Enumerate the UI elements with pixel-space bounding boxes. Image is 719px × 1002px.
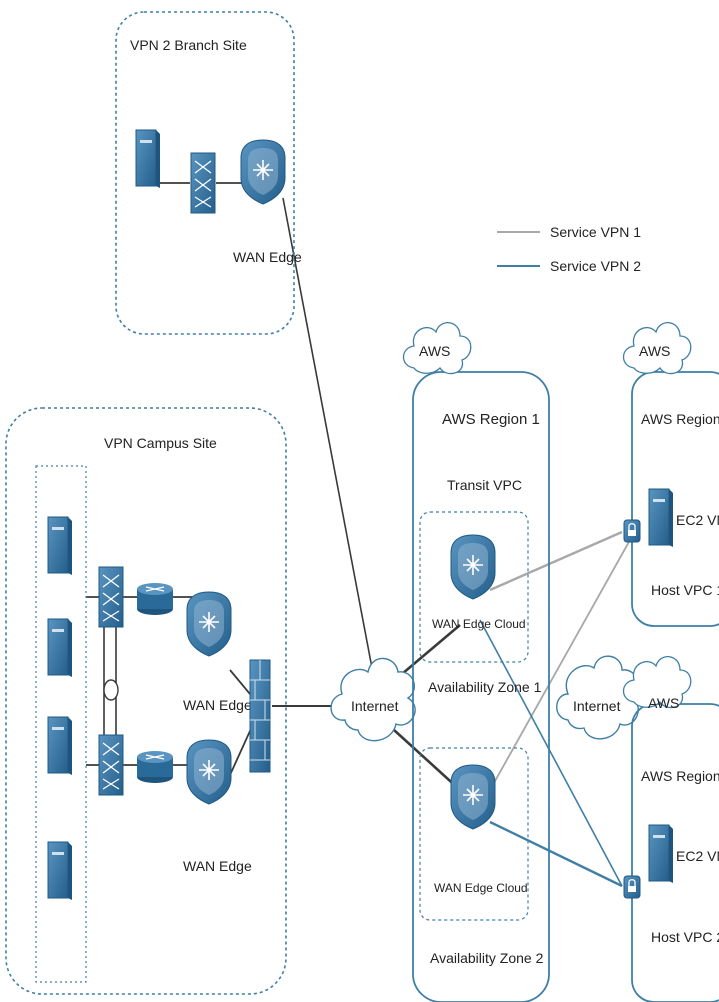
aws-badge-label: AWS: [419, 343, 450, 359]
host-vpc-1: AWS AWS Region 1 EC2 VM Host VPC 1: [622, 322, 719, 627]
campus-wan-edge-1-label: WAN Edge: [183, 697, 252, 713]
internet-cloud-left: Internet: [330, 657, 416, 742]
transit-vpc-label: Transit VPC: [447, 477, 522, 493]
vpn-gateway-lock-icon: [623, 519, 641, 543]
legend: Service VPN 1 Service VPN 2: [497, 224, 641, 274]
transit-region-boundary: [412, 371, 550, 1002]
campus-site-boundary: [5, 407, 287, 995]
links: [86, 182, 631, 888]
stack-link-icon: [103, 679, 119, 701]
host-2-region-label: AWS Region 1: [641, 768, 719, 784]
host-vpc-1-boundary: [631, 371, 719, 627]
wan-edge-cloud-1-label: WAN Edge Cloud: [432, 617, 526, 631]
host-vpc-2: AWS AWS Region 1 EC2 VM Host VPC 2: [622, 656, 719, 1002]
ec2-server-icon: [648, 824, 674, 884]
switch-icon: [190, 152, 216, 214]
transit-region-label: AWS Region 1: [442, 411, 540, 428]
wan-edge-cloud-icon: [450, 764, 496, 830]
availability-zone-1-label: Availability Zone 1: [428, 679, 542, 695]
link-vpn1-a: [489, 530, 623, 592]
wan-edge-cloud-icon: [450, 534, 496, 600]
wan-edge-router-icon: [240, 139, 286, 205]
host-2-vpc-label: Host VPC 2: [651, 929, 719, 945]
campus-site-title: VPN Campus Site: [104, 435, 217, 451]
aws-badge-label: AWS: [648, 695, 679, 711]
server-icon: [135, 129, 161, 189]
wan-edge-cloud-2-label: WAN Edge Cloud: [434, 881, 528, 895]
switch-icon: [98, 566, 124, 628]
server-icon: [47, 716, 73, 776]
vpn-gateway-lock-icon: [623, 875, 641, 899]
wan-edge-router-icon: [186, 591, 232, 657]
wan-edge-router-icon: [186, 739, 232, 805]
link-vpn2-b: [489, 820, 623, 888]
legend-vpn2-label: Service VPN 2: [550, 258, 641, 274]
router-icon: [136, 750, 174, 784]
link-vpn1-b: [489, 539, 631, 791]
server-icon: [47, 841, 73, 901]
cloud-icon: [330, 657, 416, 742]
switch-icon: [98, 734, 124, 796]
internet-left-label: Internet: [351, 698, 399, 714]
host-1-region-label: AWS Region 1: [641, 411, 719, 427]
server-icon: [47, 618, 73, 678]
transit-region: AWS AWS Region 1 Transit VPC WAN Edge Cl…: [402, 322, 550, 1002]
internet-right-label: Internet: [573, 698, 621, 714]
host-1-vpc-label: Host VPC 1: [651, 582, 719, 598]
aws-cloud-badge: AWS: [402, 322, 472, 375]
aws-cloud-badge: AWS: [622, 322, 692, 375]
host-2-vm-label: EC2 VM: [676, 848, 719, 864]
ec2-server-icon: [648, 488, 674, 548]
legend-vpn1-label: Service VPN 1: [550, 224, 641, 240]
availability-zone-2-box: [419, 747, 529, 921]
branch-site-boundary: [115, 11, 295, 335]
aws-badge-label: AWS: [639, 343, 670, 359]
branch-wan-edge-label: WAN Edge: [233, 249, 302, 265]
branch-site: VPN 2 Branch Site WAN Edge: [115, 11, 302, 335]
link-branch-internet: [282, 197, 373, 669]
host-1-vm-label: EC2 VM: [676, 512, 719, 528]
branch-site-title: VPN 2 Branch Site: [130, 37, 247, 53]
link-internet-transit-2: [382, 719, 461, 791]
availability-zone-2-label: Availability Zone 2: [430, 950, 544, 966]
router-icon: [136, 582, 174, 616]
campus-wan-edge-2-label: WAN Edge: [183, 858, 252, 874]
link-vpn2-a: [479, 619, 623, 887]
host-vpc-2-boundary: [631, 703, 719, 1002]
campus-site: VPN Campus Site WAN Edge WAN Edge: [5, 407, 287, 995]
availability-zone-1-box: [419, 511, 529, 663]
aws-cloud-badge: AWS: [622, 656, 692, 711]
server-icon: [47, 516, 73, 576]
firewall-icon: [249, 659, 271, 773]
server-rack-group: [35, 465, 87, 983]
